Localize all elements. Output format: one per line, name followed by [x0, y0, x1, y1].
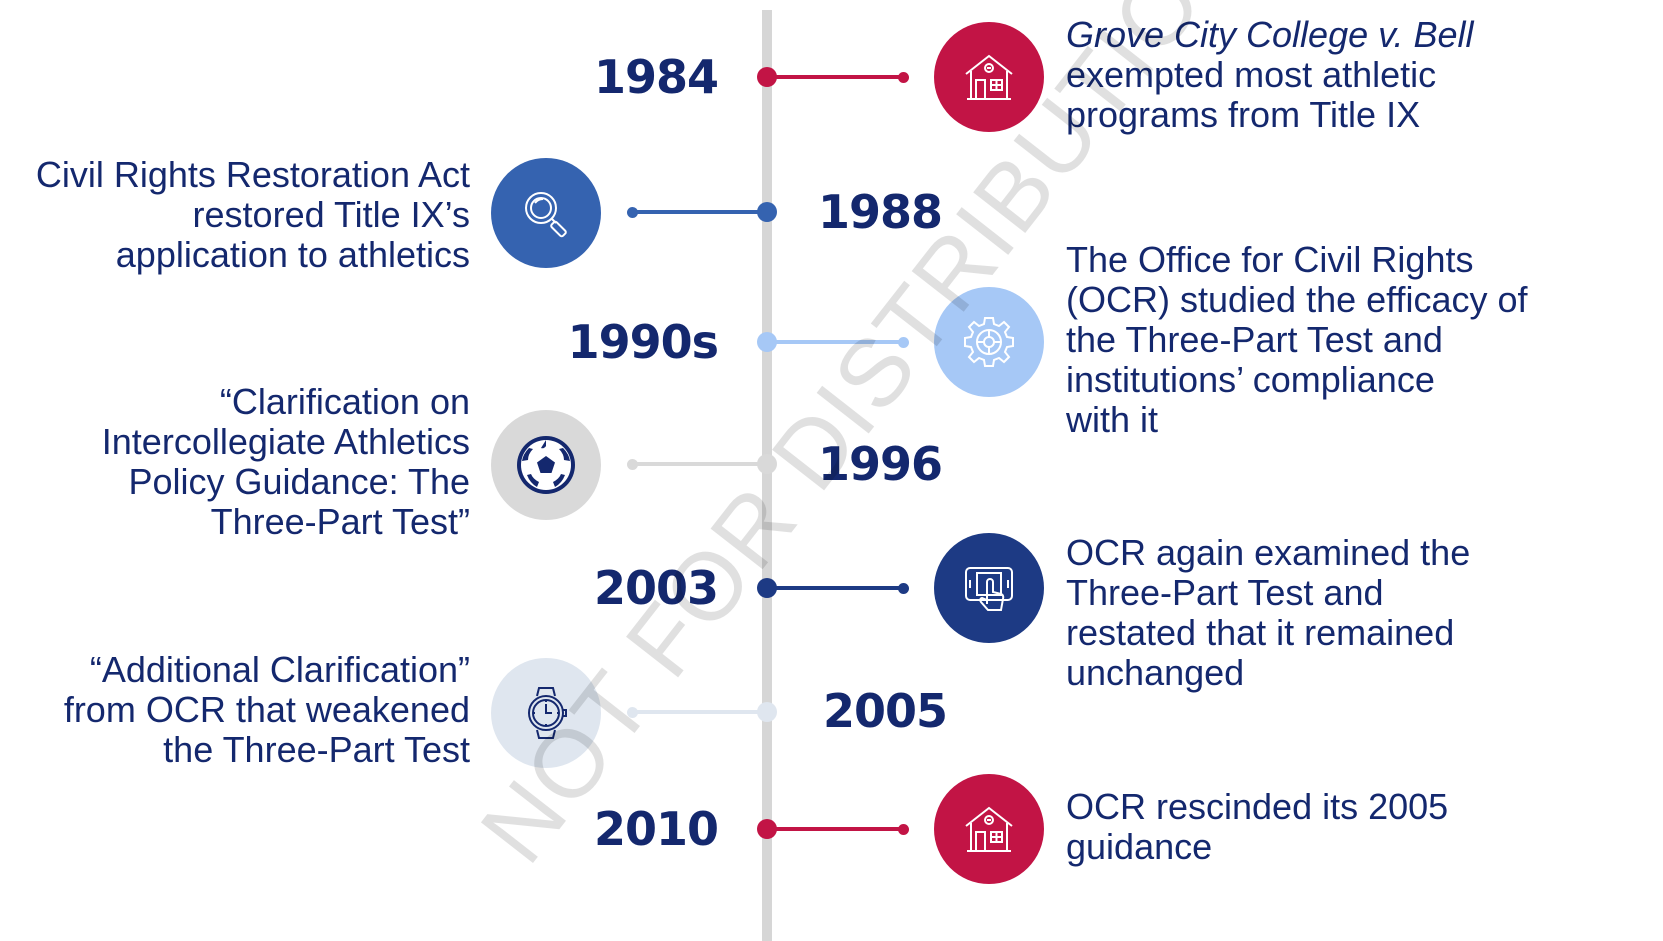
- event-desc-line: “Clarification on: [219, 381, 470, 422]
- event-icon-circle-1996: [491, 410, 601, 520]
- event-desc-2003: OCR again examined the Three-Part Test a…: [1066, 533, 1470, 693]
- event-desc-1984-case: Grove City College v. Bell: [1066, 14, 1474, 55]
- event-icon-circle-1990s: [934, 287, 1044, 397]
- event-desc-line: Intercollegiate Athletics: [101, 421, 470, 462]
- event-desc-line: Three-Part Test and: [1066, 572, 1384, 613]
- tablet-touch-icon: [961, 560, 1017, 616]
- year-1984: 1984: [593, 50, 719, 104]
- event-desc-2005: “Additional Clarification” from OCR that…: [64, 650, 470, 770]
- event-desc-line: Civil Rights Restoration Act: [35, 154, 470, 195]
- event-desc-line: Policy Guidance: The: [128, 461, 470, 502]
- connector-end-2010: [898, 824, 909, 835]
- year-2010: 2010: [593, 802, 719, 856]
- year-1990s: 1990s: [567, 315, 719, 369]
- event-desc-line: exempted most athletic: [1066, 54, 1437, 95]
- event-desc-1996: “Clarification on Intercollegiate Athlet…: [102, 382, 470, 542]
- event-desc-line: from OCR that weakened: [63, 689, 470, 730]
- connector-1990s: [767, 340, 903, 344]
- connector-2003: [767, 586, 903, 590]
- year-2005: 2005: [823, 684, 948, 738]
- event-desc-line: restated that it remained: [1066, 612, 1455, 653]
- timeline-spine: [762, 10, 772, 941]
- connector-1988: [632, 210, 767, 214]
- year-1988: 1988: [818, 185, 943, 239]
- event-icon-circle-1988: [491, 158, 601, 268]
- event-desc-1988: Civil Rights Restoration Act restored Ti…: [36, 155, 470, 275]
- connector-end-2003: [898, 583, 909, 594]
- year-2003: 2003: [593, 561, 719, 615]
- event-desc-line: Three-Part Test”: [210, 501, 470, 542]
- event-desc-line: restored Title IX’s: [192, 194, 470, 235]
- event-desc-line: guidance: [1066, 826, 1213, 867]
- event-desc-line: the Three-Part Test: [163, 729, 470, 770]
- soccer-ball-icon: [515, 434, 577, 496]
- connector-2005: [632, 710, 767, 714]
- watch-icon: [521, 686, 571, 740]
- year-1996: 1996: [818, 437, 943, 491]
- house-icon: [962, 802, 1016, 856]
- connector-1984: [767, 75, 903, 79]
- event-desc-line: (OCR) studied the efficacy of: [1066, 279, 1528, 320]
- gear-icon: [961, 314, 1017, 370]
- event-desc-2010: OCR rescinded its 2005 guidance: [1066, 787, 1448, 867]
- connector-2010: [767, 827, 903, 831]
- event-desc-1990s: The Office for Civil Rights (OCR) studie…: [1066, 240, 1528, 440]
- event-desc-line: The Office for Civil Rights: [1066, 239, 1474, 280]
- event-desc-line: the Three-Part Test and: [1066, 319, 1443, 360]
- event-icon-circle-2005: [491, 658, 601, 768]
- event-desc-line: institutions’ compliance: [1066, 359, 1435, 400]
- connector-1996: [632, 462, 767, 466]
- event-desc-line: programs from Title IX: [1066, 94, 1421, 135]
- event-desc-line: application to athletics: [115, 234, 470, 275]
- connector-end-1984: [898, 72, 909, 83]
- event-desc-line: OCR rescinded its 2005: [1066, 786, 1449, 827]
- connector-end-1990s: [898, 337, 909, 348]
- timeline-dot-1988: [757, 202, 777, 222]
- magnifier-icon: [519, 186, 573, 240]
- timeline-dot-2005: [757, 702, 777, 722]
- event-desc-line: with it: [1066, 399, 1159, 440]
- house-icon: [962, 50, 1016, 104]
- event-desc-line: OCR again examined the: [1066, 532, 1471, 573]
- event-desc-line: unchanged: [1066, 652, 1245, 693]
- event-icon-circle-2010: [934, 774, 1044, 884]
- event-icon-circle-2003: [934, 533, 1044, 643]
- timeline-dot-1996: [757, 454, 777, 474]
- event-desc-1984: Grove City College v. Bell exempted most…: [1066, 15, 1473, 135]
- event-desc-line: “Additional Clarification”: [89, 649, 470, 690]
- event-icon-circle-1984: [934, 22, 1044, 132]
